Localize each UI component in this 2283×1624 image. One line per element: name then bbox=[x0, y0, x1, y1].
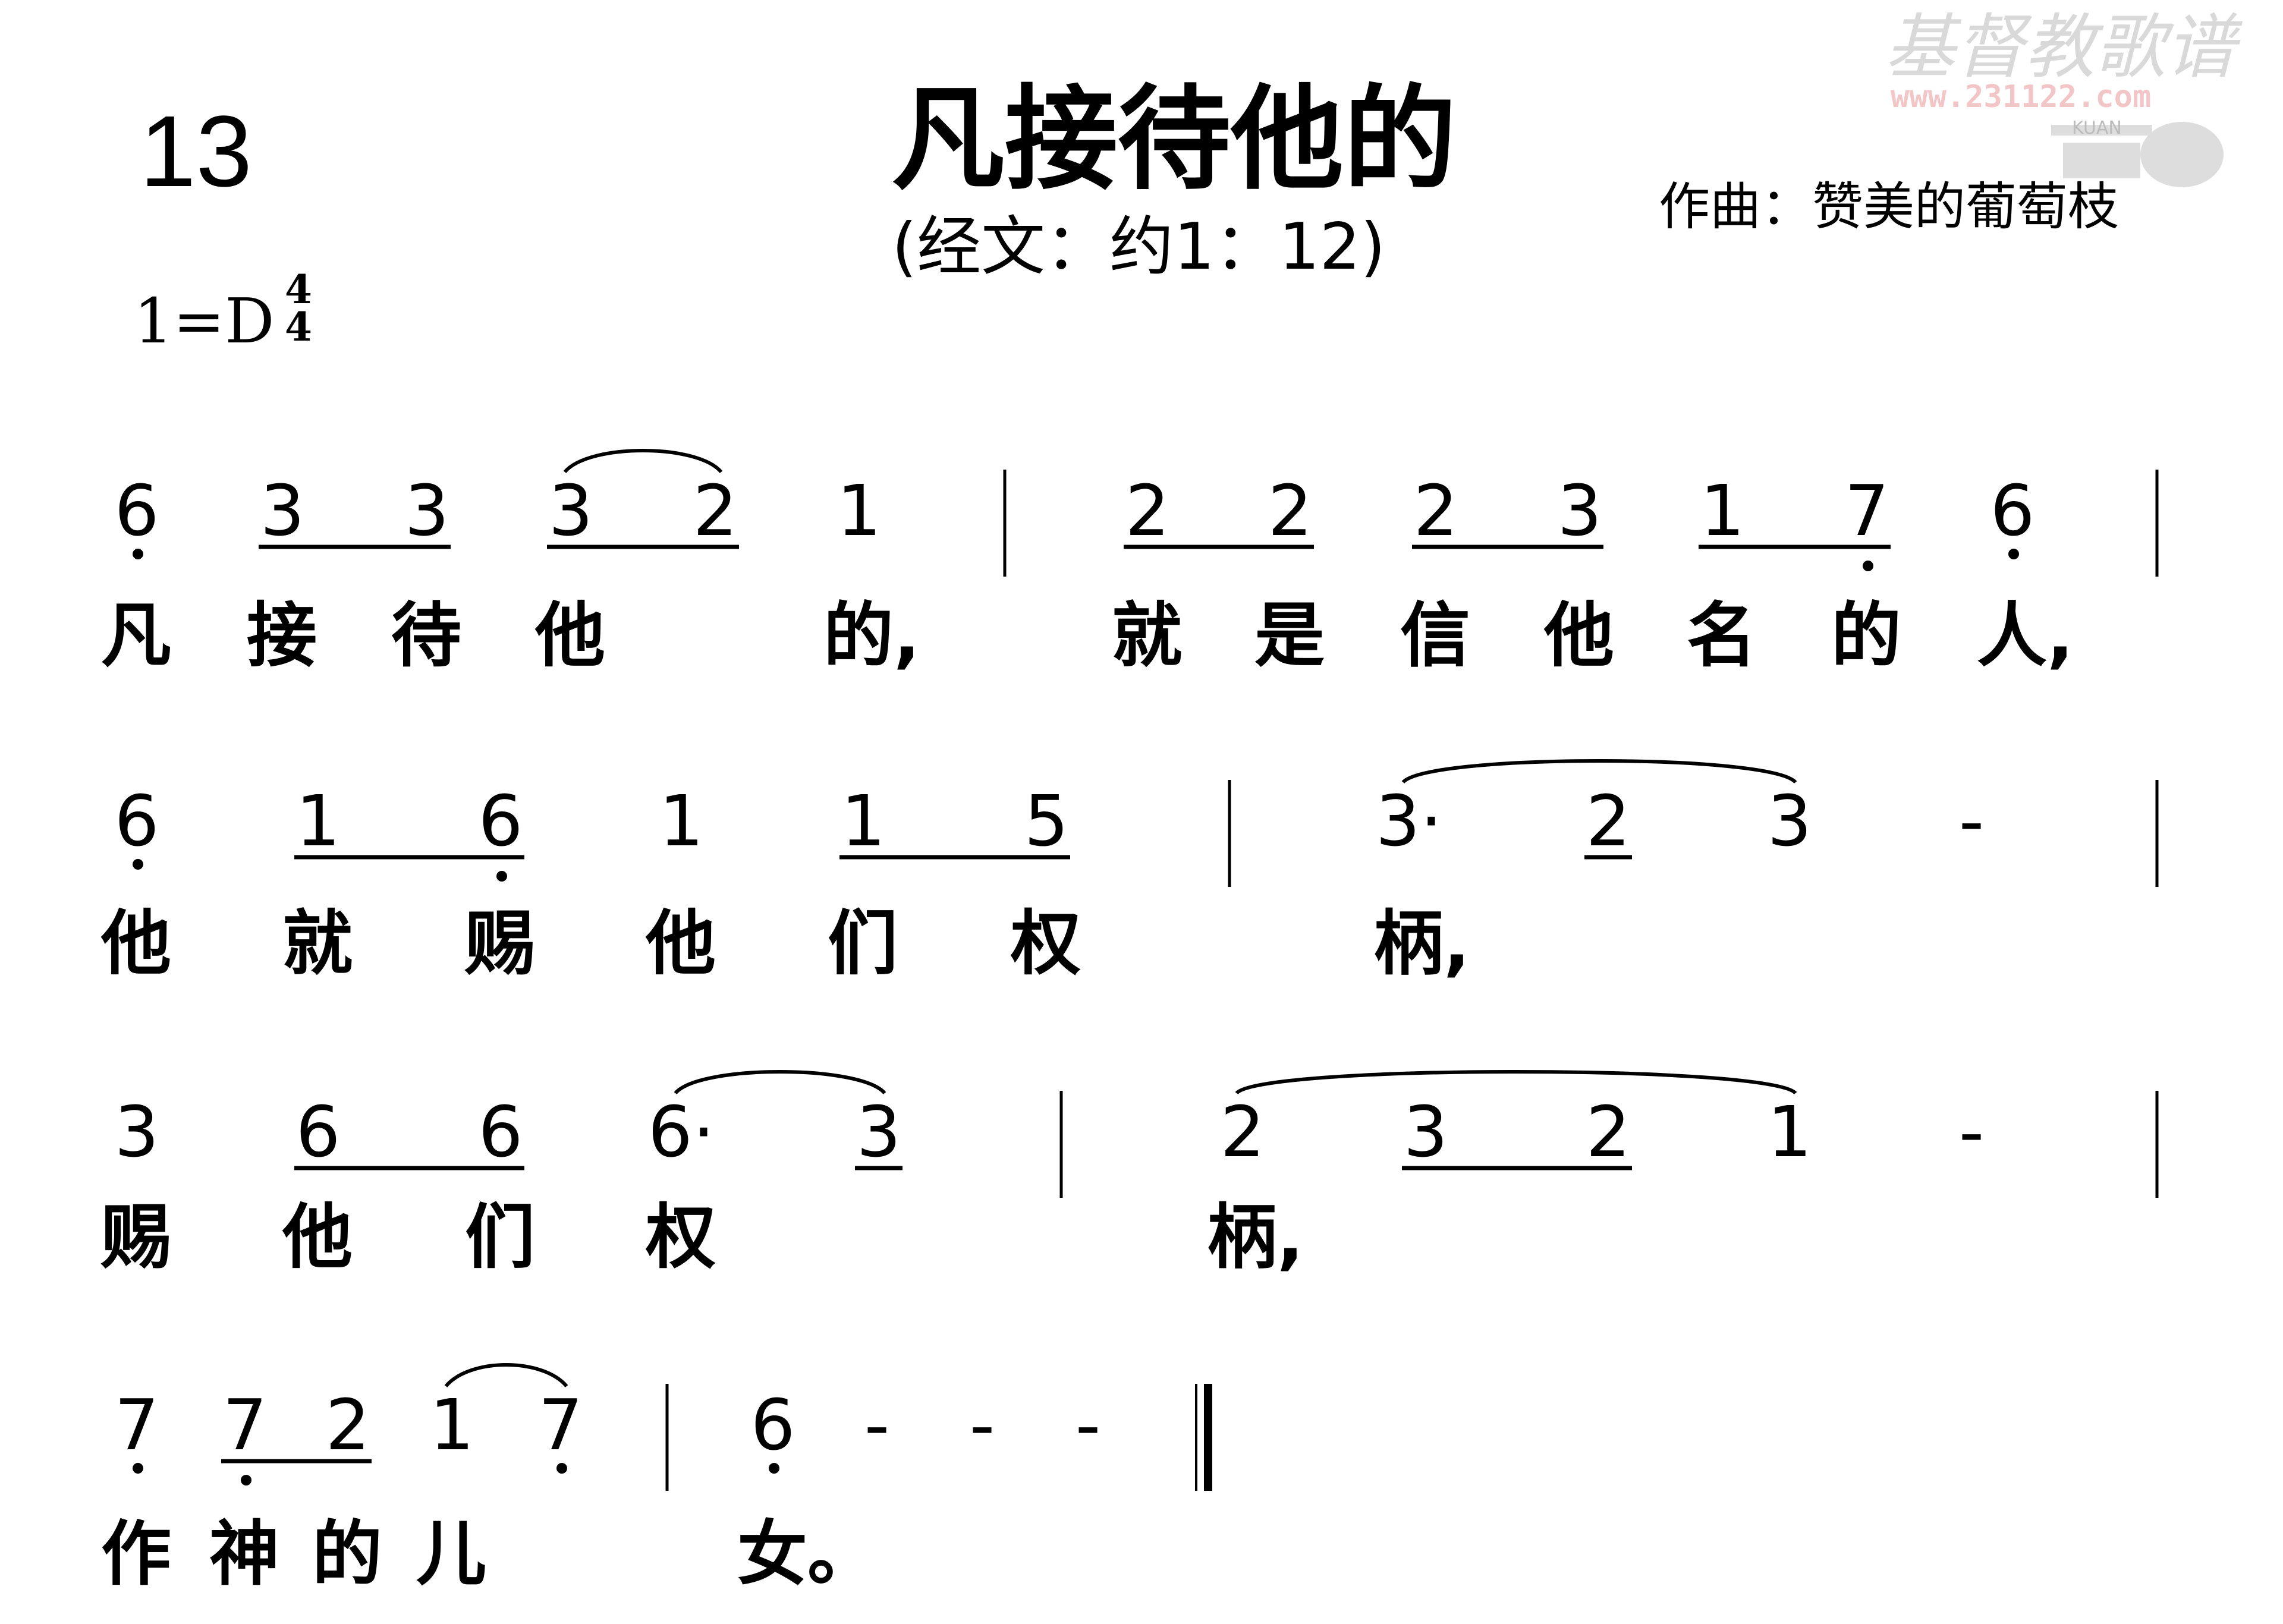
note: 2 bbox=[1125, 470, 1169, 552]
note: 2 bbox=[693, 470, 737, 552]
time-signature-bottom: 4 bbox=[285, 303, 312, 350]
lyric: 人, bbox=[1977, 594, 2074, 676]
lyric: 赐 bbox=[464, 902, 535, 984]
dash-note: - bbox=[1959, 1091, 1985, 1173]
note: 2 bbox=[1220, 1091, 1265, 1173]
low-octave-dot bbox=[133, 549, 143, 559]
lyric: 待 bbox=[391, 594, 461, 676]
low-octave-dot bbox=[133, 1463, 143, 1474]
lyric: 神 bbox=[209, 1513, 279, 1595]
note: 1 bbox=[295, 780, 340, 862]
note: 7 bbox=[114, 1384, 159, 1466]
song-title: 凡接待他的 bbox=[892, 74, 1457, 205]
watermark-logo: 基督教歌谱 www.231122.com KUAN bbox=[1885, 6, 2243, 187]
note: 1 bbox=[1700, 470, 1744, 552]
slur bbox=[563, 449, 723, 474]
note: 3 bbox=[114, 1091, 159, 1173]
low-octave-dot bbox=[133, 859, 143, 870]
key-signature: 1=D bbox=[134, 285, 275, 357]
dash-note: - bbox=[1959, 780, 1985, 862]
lyric: 的 bbox=[312, 1513, 382, 1595]
note: 3 bbox=[1767, 780, 1812, 862]
low-octave-dot bbox=[496, 871, 507, 882]
slur bbox=[1235, 1070, 1797, 1095]
note: 6 bbox=[478, 1091, 523, 1173]
lyric: 就 bbox=[282, 902, 353, 984]
lyric: 的 bbox=[1831, 594, 1901, 676]
lyric: 他 bbox=[100, 902, 171, 984]
time-signature: 4 4 bbox=[281, 266, 316, 350]
watermark-emblem: KUAN bbox=[2051, 118, 2224, 187]
note: 3 bbox=[856, 1091, 901, 1173]
note: 1 bbox=[1767, 1091, 1812, 1173]
note: 3· bbox=[1376, 780, 1443, 862]
lyric: 权 bbox=[1010, 902, 1081, 984]
lyric: 柄, bbox=[1207, 1196, 1304, 1278]
dash-note: - bbox=[970, 1384, 995, 1466]
low-octave-dot bbox=[2008, 549, 2019, 559]
lyric: 们 bbox=[828, 902, 898, 984]
dash-note: - bbox=[864, 1384, 890, 1466]
lyric: 他 bbox=[645, 902, 716, 984]
note: 2 bbox=[1413, 470, 1458, 552]
low-octave-dot bbox=[1863, 561, 1873, 571]
note: 1 bbox=[659, 780, 703, 862]
lyric: 是 bbox=[1254, 594, 1325, 676]
slur bbox=[1401, 759, 1797, 784]
slur bbox=[674, 1070, 886, 1095]
note: 6 bbox=[1990, 470, 2034, 552]
note: 2 bbox=[1268, 470, 1312, 552]
lyric: 赐 bbox=[100, 1196, 171, 1278]
note: 3 bbox=[404, 470, 449, 552]
lyric: 作 bbox=[101, 1513, 171, 1595]
scripture-reference: (经文：约1：12) bbox=[892, 210, 1386, 284]
note: 6 bbox=[114, 470, 159, 552]
lyric: 就 bbox=[1112, 594, 1182, 676]
lyric: 权 bbox=[645, 1196, 716, 1278]
note: 7 bbox=[1844, 470, 1889, 552]
note: 3 bbox=[548, 470, 593, 552]
lyric: 凡 bbox=[101, 594, 171, 676]
note: 5 bbox=[1024, 780, 1068, 862]
song-number: 13 bbox=[140, 95, 253, 208]
lyric: 柄, bbox=[1373, 902, 1470, 984]
note: 1 bbox=[837, 470, 881, 552]
note: 6 bbox=[295, 1091, 340, 1173]
lyric: 信 bbox=[1400, 594, 1470, 676]
note: 2 bbox=[1586, 1091, 1630, 1173]
watermark-title: 基督教歌谱 bbox=[1885, 6, 2243, 88]
composer-credit: 作曲：赞美的葡萄枝 bbox=[1659, 177, 2119, 237]
lyric: 接 bbox=[247, 594, 317, 676]
low-octave-dot bbox=[769, 1463, 779, 1474]
lyric: 们 bbox=[465, 1196, 535, 1278]
note: 6· bbox=[648, 1091, 715, 1173]
note: 1 bbox=[429, 1384, 474, 1466]
watermark-url: www.231122.com bbox=[1891, 79, 2151, 115]
note: 2 bbox=[325, 1384, 370, 1466]
lyric: 名 bbox=[1687, 594, 1757, 676]
svg-text:KUAN: KUAN bbox=[2072, 118, 2122, 139]
slur bbox=[444, 1363, 568, 1387]
lyric: 他 bbox=[534, 594, 605, 676]
note: 1 bbox=[841, 780, 885, 862]
low-octave-dot bbox=[556, 1463, 567, 1474]
note: 6 bbox=[478, 780, 523, 862]
note: 3 bbox=[1557, 470, 1602, 552]
dash-note: - bbox=[1076, 1384, 1101, 1466]
lyric: 女。 bbox=[737, 1513, 878, 1595]
note: 3 bbox=[1403, 1091, 1448, 1173]
lyric: 他 bbox=[282, 1196, 353, 1278]
note: 6 bbox=[750, 1384, 795, 1466]
note: 3 bbox=[260, 470, 304, 552]
low-octave-dot bbox=[241, 1475, 251, 1485]
lyric: 儿 bbox=[416, 1513, 486, 1595]
note: 2 bbox=[1586, 780, 1630, 862]
note: 7 bbox=[222, 1384, 267, 1466]
lyric: 他 bbox=[1543, 594, 1614, 676]
note: 6 bbox=[114, 780, 159, 862]
time-signature-top: 4 bbox=[285, 266, 312, 313]
note: 7 bbox=[538, 1384, 583, 1466]
lyric: 的, bbox=[823, 594, 920, 676]
